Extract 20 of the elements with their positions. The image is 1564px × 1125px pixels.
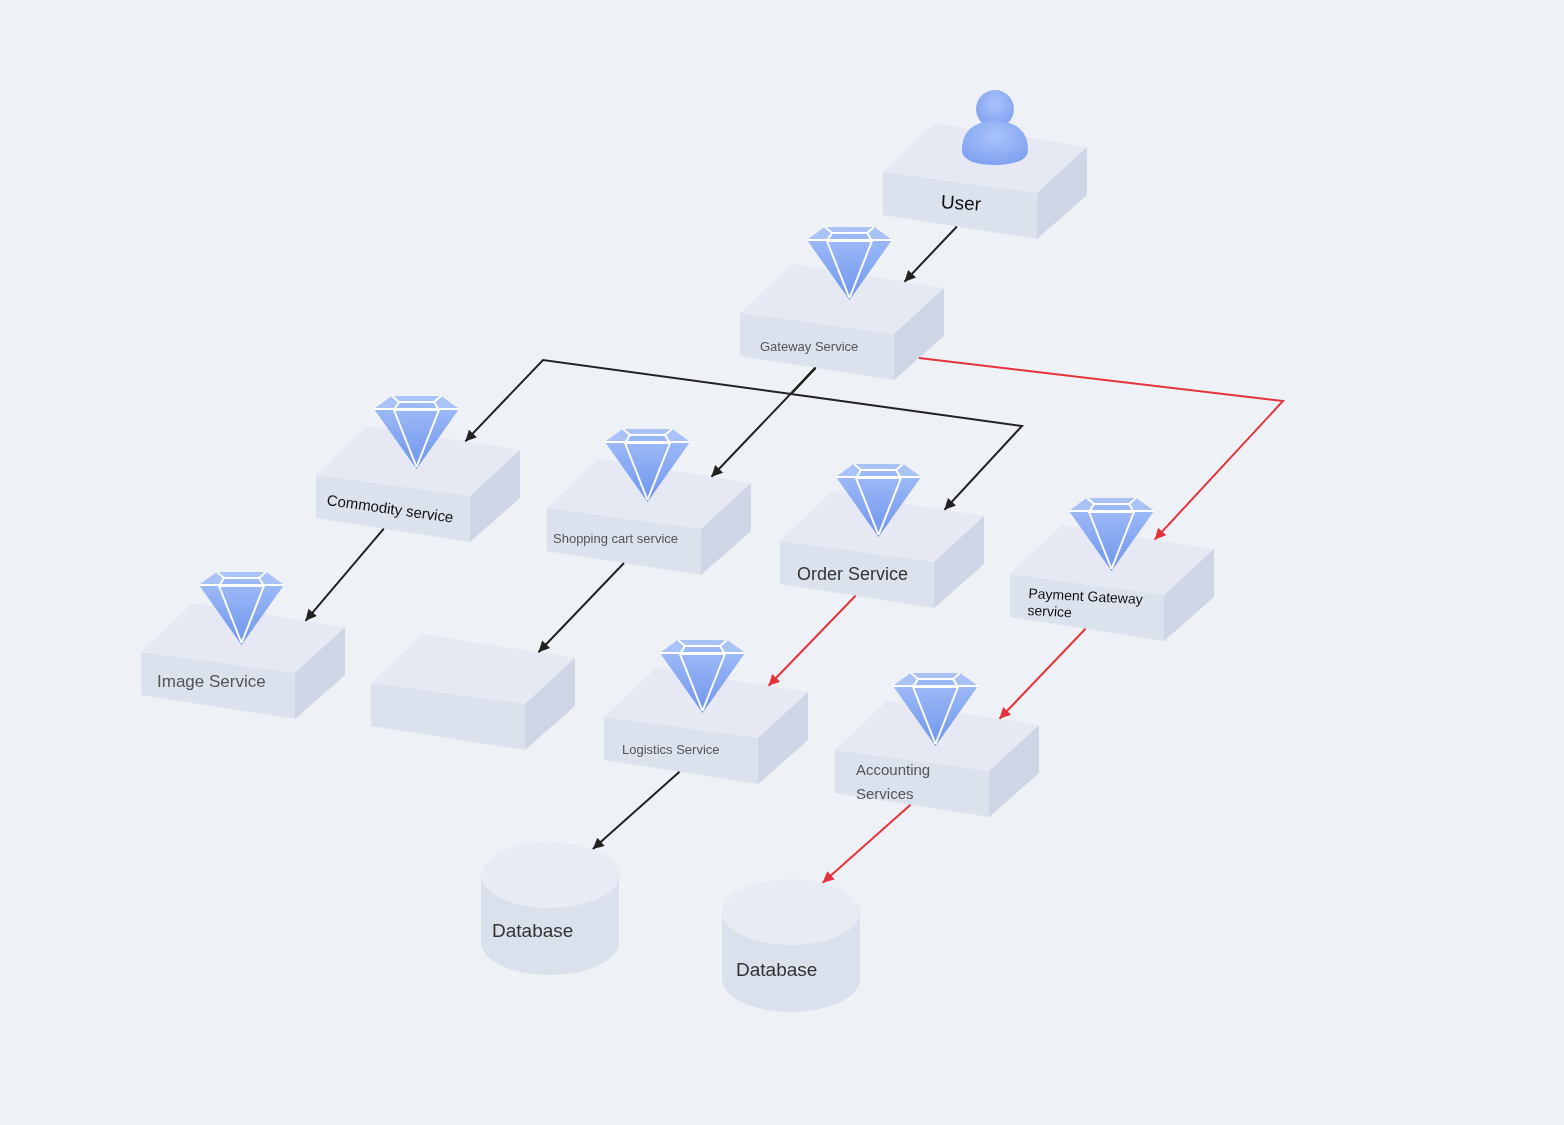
node-label: Order Service	[797, 564, 909, 586]
node-label: Database	[736, 959, 818, 982]
arrow	[998, 627, 1087, 720]
arrow	[767, 594, 857, 687]
node-label: Logistics Service	[622, 742, 720, 758]
node-label: Image Service	[157, 672, 266, 693]
node-label: User	[940, 191, 982, 217]
node-label: Gateway Service	[760, 339, 859, 355]
arrow	[788, 366, 1025, 511]
arrow	[591, 770, 681, 851]
node-label: Commodity service	[325, 491, 455, 527]
arrow	[903, 225, 958, 283]
node-label: Payment Gateway service	[1027, 585, 1145, 623]
node-label: Shopping cart service	[553, 531, 678, 547]
arrow	[537, 562, 625, 654]
node-label: Accounting Services	[856, 760, 932, 804]
arrow	[304, 527, 385, 622]
node-label: Database	[492, 920, 574, 943]
arrow	[821, 803, 912, 884]
arrow	[918, 357, 1286, 541]
